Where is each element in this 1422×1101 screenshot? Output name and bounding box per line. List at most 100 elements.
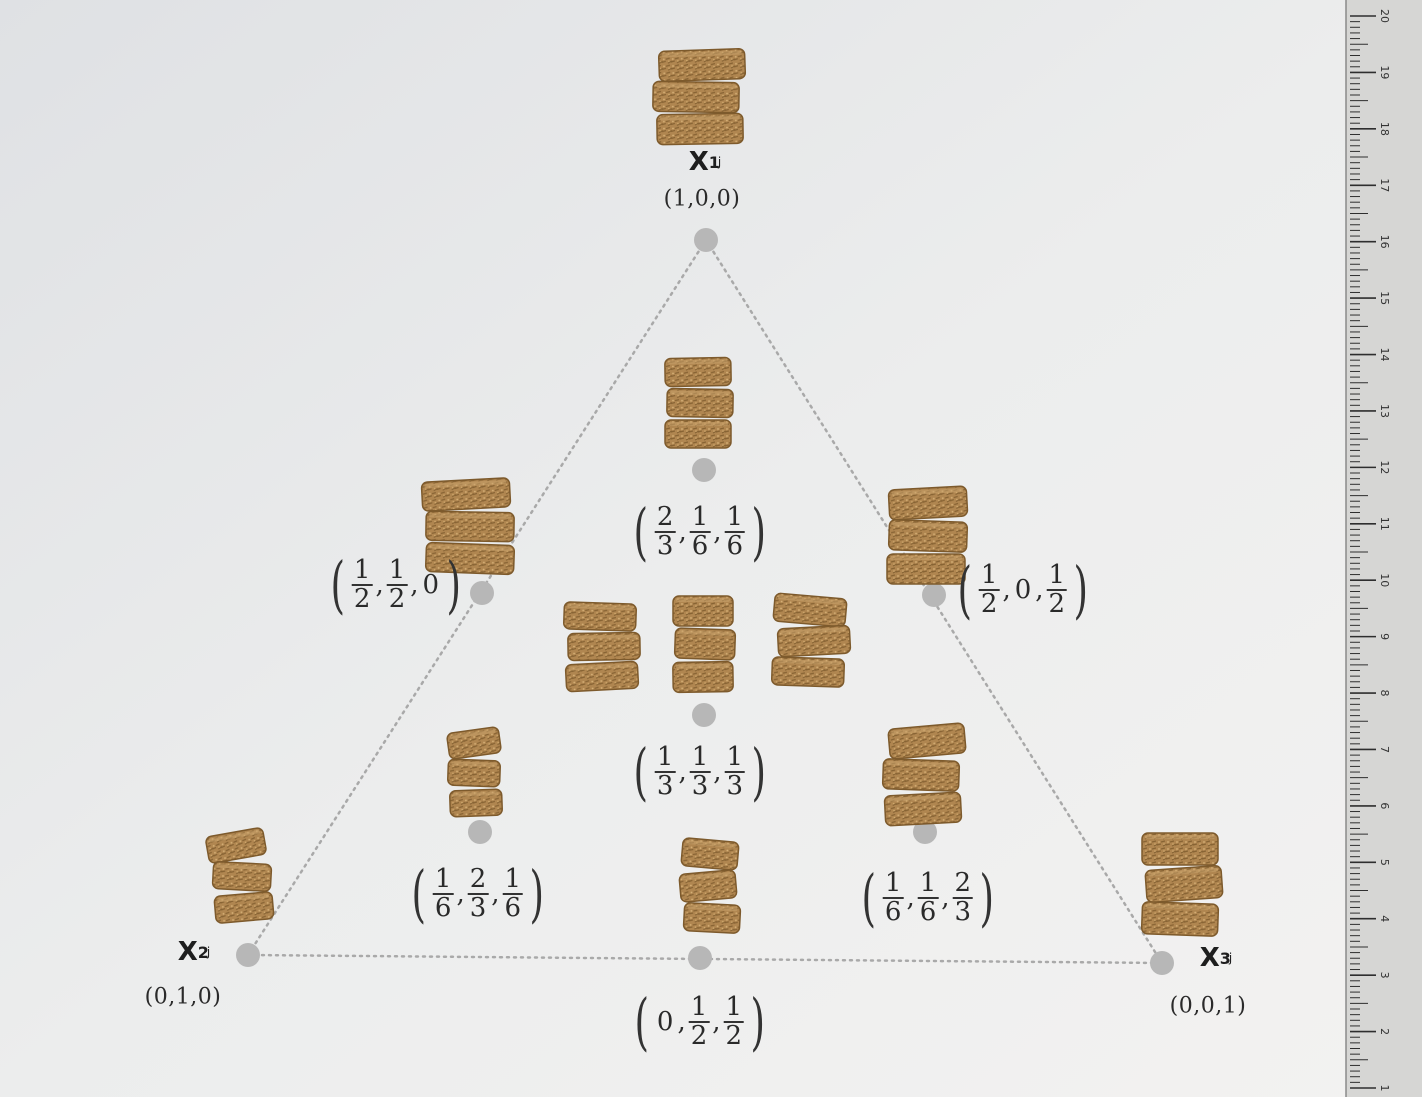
pellet-body — [425, 510, 515, 543]
pellet-highlight — [678, 630, 733, 636]
mixture-value: 0 — [656, 1007, 674, 1037]
pellet-highlight — [667, 359, 728, 365]
design-point-marker — [913, 820, 937, 844]
close-paren: ) — [979, 861, 995, 934]
pellet — [666, 387, 734, 419]
pellet — [881, 758, 961, 792]
design-point-marker — [692, 703, 716, 727]
fraction-numerator: 1 — [725, 991, 743, 1022]
pellet — [776, 624, 852, 658]
pellet-highlight — [429, 513, 512, 519]
fraction-denominator: 6 — [882, 897, 904, 927]
pellet — [1141, 832, 1219, 866]
fraction-denominator: 3 — [689, 771, 711, 801]
ruler-label: 20 — [1378, 9, 1391, 23]
ruler-label: 13 — [1378, 404, 1391, 418]
pellet — [446, 726, 502, 760]
pellet — [886, 553, 966, 585]
fraction-denominator: 3 — [654, 771, 676, 801]
fraction-denominator: 3 — [952, 897, 974, 927]
open-paren: ( — [411, 857, 427, 930]
ruler-label: 18 — [1378, 122, 1391, 136]
pellet — [678, 869, 738, 903]
ruler-label: 8 — [1378, 690, 1391, 697]
pellet — [887, 519, 969, 553]
fraction-numerator: 1 — [726, 741, 744, 772]
comma: , — [1002, 575, 1011, 605]
pellet-highlight — [567, 603, 634, 611]
fraction-denominator: 2 — [1046, 589, 1068, 619]
pellet — [424, 541, 516, 576]
pellet — [564, 660, 640, 693]
fraction-numerator: 2 — [954, 867, 972, 898]
ruler-label: 12 — [1378, 460, 1391, 474]
pellet-highlight — [891, 725, 961, 735]
comma: , — [678, 517, 687, 547]
fraction-denominator: 2 — [723, 1021, 745, 1051]
close-paren: ) — [750, 985, 766, 1058]
pellet-highlight — [656, 83, 737, 89]
fraction-numerator: 1 — [980, 559, 998, 590]
pellet-body — [886, 553, 966, 585]
pellet-samples — [205, 47, 1224, 937]
fraction-denominator: 2 — [386, 584, 408, 614]
ruler-label: 10 — [1378, 573, 1391, 587]
pellet — [664, 419, 732, 449]
pellet — [672, 595, 734, 627]
ruler-label: 19 — [1378, 65, 1391, 79]
pellet — [1144, 865, 1224, 903]
pellet-highlight — [1145, 835, 1215, 839]
ruler-label: 3 — [1378, 972, 1391, 979]
vertex-x1-coord: (1,0,0) — [663, 186, 741, 212]
pellet-highlight — [887, 794, 958, 802]
fraction-denominator: 2 — [351, 584, 373, 614]
pellet — [420, 477, 512, 512]
fraction-numerator: 1 — [1048, 559, 1066, 590]
open-paren: ( — [634, 985, 650, 1058]
pellet-highlight — [216, 863, 269, 871]
pellet — [770, 656, 846, 688]
ruler-label: 2 — [1378, 1028, 1391, 1035]
pellet-body — [1141, 832, 1219, 866]
design-point-marker — [236, 943, 260, 967]
design-point-marker — [470, 581, 494, 605]
fraction-numerator: 1 — [726, 501, 744, 532]
mixture-value: 0 — [422, 570, 440, 600]
fraction-numerator: 1 — [388, 554, 406, 585]
pellet — [213, 891, 275, 924]
pellet — [656, 112, 744, 146]
ruler-label: 4 — [1378, 915, 1391, 922]
comma: , — [712, 1007, 721, 1037]
fraction-numerator: 1 — [884, 867, 902, 898]
fraction-denominator: 3 — [467, 893, 489, 923]
fraction-numerator: 1 — [691, 501, 709, 532]
pellet-body — [666, 387, 734, 419]
design-point-marker — [688, 946, 712, 970]
ruler-label: 6 — [1378, 802, 1391, 809]
pellet — [673, 627, 737, 661]
fraction-denominator: 2 — [688, 1021, 710, 1051]
comma: , — [1035, 575, 1044, 605]
comma: , — [375, 570, 384, 600]
pellet-highlight — [568, 663, 635, 671]
pellet — [563, 601, 637, 632]
pellet — [772, 592, 848, 628]
pellet-body — [881, 758, 961, 792]
ruler-label: 14 — [1378, 348, 1391, 362]
